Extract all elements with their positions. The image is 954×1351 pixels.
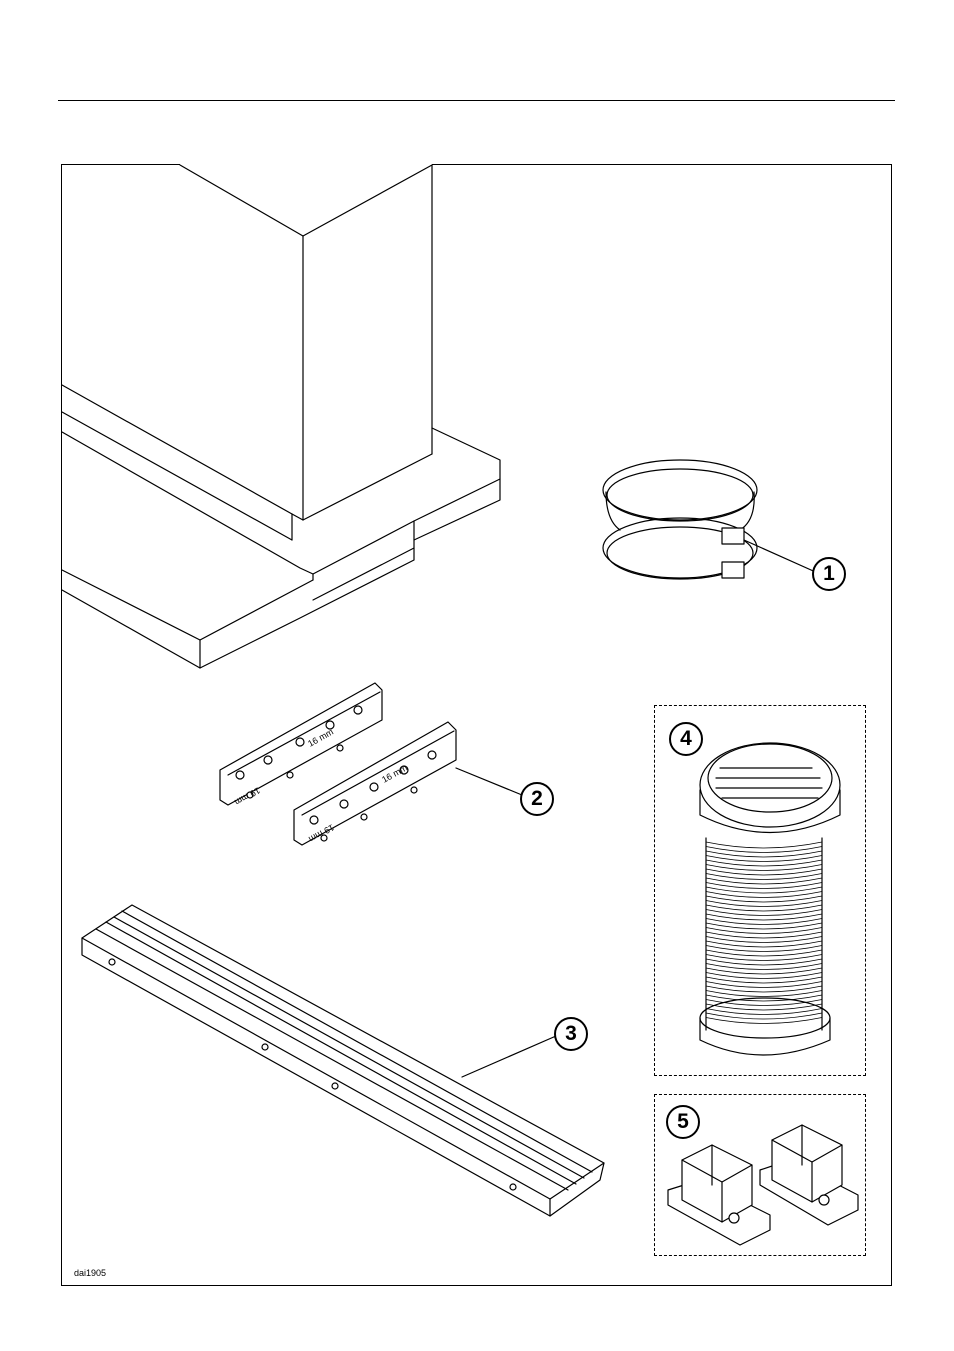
cooker-hood-illustration xyxy=(62,163,500,668)
callout-1: 1 xyxy=(812,557,846,591)
angle-brackets-illustration: 16 mm 19 mm 16 mm 19 mm xyxy=(220,683,522,845)
callout-5: 5 xyxy=(666,1105,700,1139)
hose-clamps-illustration xyxy=(603,460,820,579)
document-code: dai1905 xyxy=(74,1268,106,1278)
callout-3: 3 xyxy=(554,1017,588,1051)
part-4-box xyxy=(654,705,866,1076)
support-rail-illustration xyxy=(82,905,604,1216)
callout-2: 2 xyxy=(520,782,554,816)
callout-4: 4 xyxy=(669,722,703,756)
